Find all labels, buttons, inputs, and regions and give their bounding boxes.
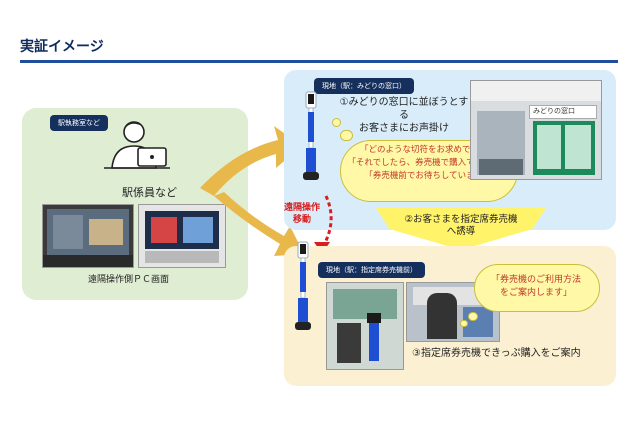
ticket-machine-photo-1 [326, 282, 404, 370]
bubble-dot-2 [340, 130, 353, 141]
bottom-bubble-text: 「券売機のご利用方法 をご案内します」 [476, 274, 596, 300]
bottom-bubble-dot-1 [468, 312, 478, 321]
title-underline [20, 60, 618, 63]
ticket-office-sign: みどりの窓口 [533, 107, 575, 115]
bubble-dot-1 [332, 118, 341, 127]
bottom-bubble-line-2: をご案内します」 [499, 288, 572, 298]
pc-screen-caption: 遠隔操作側ＰＣ画面 [88, 275, 170, 285]
robot-icon-bottom [295, 241, 311, 330]
top-bubble-line-3: 「券売機前でお待ちしています」 [364, 171, 492, 181]
bottom-panel-tag: 現地（駅：指定席券売機前） [318, 262, 425, 278]
remote-move-label: 遠隔操作 移動 [284, 202, 320, 226]
remote-move-line-1: 遠隔操作 [284, 203, 321, 213]
step3-text: ③指定席券売機できっぷ購入をご案内 [412, 348, 581, 359]
top-bubble-text: 「どのような切符をお求めですか」 「それでしたら、券売機で購入できます」 「券売… [342, 144, 514, 183]
connection-arrows [200, 126, 304, 256]
step1-text: ①みどりの窓口に並ぼうとする お客さまにお声掛け [336, 96, 472, 135]
staff-at-laptop-icon [104, 121, 170, 169]
step2-text: ②お客さまを指定席券売機 へ誘導 [376, 214, 546, 238]
pc-screen-photo-2 [138, 204, 226, 268]
top-bubble-line-2: 「それでしたら、券売機で購入できます」 [347, 158, 509, 168]
step2-line-2: へ誘導 [446, 226, 476, 237]
staff-label: 駅係員など [122, 186, 177, 199]
step1-line-1: ①みどりの窓口に並ぼうとする [339, 97, 469, 121]
bottom-bubble-dot-2 [460, 320, 468, 327]
pc-screen-photo-1 [42, 204, 134, 268]
top-panel-tag: 現地（駅：みどりの窓口） [314, 78, 414, 94]
page-title: 実証イメージ [20, 39, 104, 55]
ticket-office-photo: みどりの窓口 [470, 80, 602, 180]
step2-line-1: ②お客さまを指定席券売機 [404, 214, 518, 225]
left-panel-tag: 駅執務室など [50, 115, 108, 131]
remote-move-line-2: 移動 [293, 215, 312, 225]
robot-icon-top [303, 91, 319, 180]
step1-line-2: お客さまにお声掛け [359, 123, 449, 134]
top-bubble-line-1: 「どのような切符をお求めですか」 [359, 145, 496, 155]
bottom-speech-bubble [474, 264, 600, 312]
bottom-bubble-line-1: 「券売機のご利用方法 [490, 275, 581, 285]
